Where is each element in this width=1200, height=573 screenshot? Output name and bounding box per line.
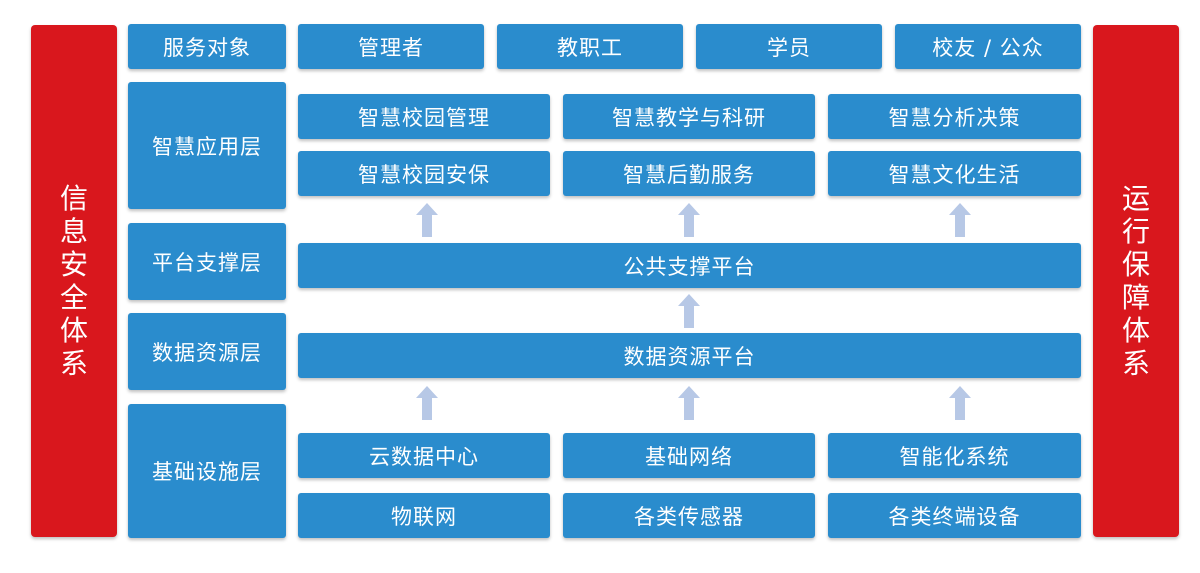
service-target-item: 教职工	[497, 24, 683, 69]
application-item: 智慧分析决策	[828, 94, 1081, 139]
arrow-up-icon	[949, 203, 971, 237]
application-item: 智慧文化生活	[828, 151, 1081, 196]
layer-label-application: 智慧应用层	[128, 82, 286, 209]
public-support-platform: 公共支撑平台	[298, 243, 1081, 288]
infrastructure-item: 基础网络	[563, 433, 815, 478]
arrow-up-icon	[949, 386, 971, 420]
arrow-up-icon	[678, 203, 700, 237]
layer-label-data: 数据资源层	[128, 313, 286, 390]
service-target-item: 管理者	[298, 24, 484, 69]
arrow-up-icon	[416, 203, 438, 237]
application-item: 智慧校园管理	[298, 94, 550, 139]
info-security-label: 信息安全体系	[59, 182, 88, 380]
layer-label-infra: 基础设施层	[128, 404, 286, 538]
application-item: 智慧后勤服务	[563, 151, 815, 196]
application-item: 智慧校园安保	[298, 151, 550, 196]
layer-label-service: 服务对象	[128, 24, 286, 69]
infrastructure-item: 各类传感器	[563, 493, 815, 538]
service-target-item: 校友 / 公众	[895, 24, 1081, 69]
info-security-system: 信息安全体系	[31, 25, 117, 537]
operation-support-system: 运行保障体系	[1093, 25, 1179, 537]
infrastructure-item: 物联网	[298, 493, 550, 538]
operation-support-label: 运行保障体系	[1121, 182, 1150, 380]
arrow-up-icon	[416, 386, 438, 420]
infrastructure-item: 智能化系统	[828, 433, 1081, 478]
application-item: 智慧教学与科研	[563, 94, 815, 139]
layer-label-platform: 平台支撑层	[128, 223, 286, 300]
infrastructure-item: 云数据中心	[298, 433, 550, 478]
arrow-up-icon	[678, 294, 700, 328]
service-target-item: 学员	[696, 24, 882, 69]
data-resource-platform: 数据资源平台	[298, 333, 1081, 378]
infrastructure-item: 各类终端设备	[828, 493, 1081, 538]
arrow-up-icon	[678, 386, 700, 420]
